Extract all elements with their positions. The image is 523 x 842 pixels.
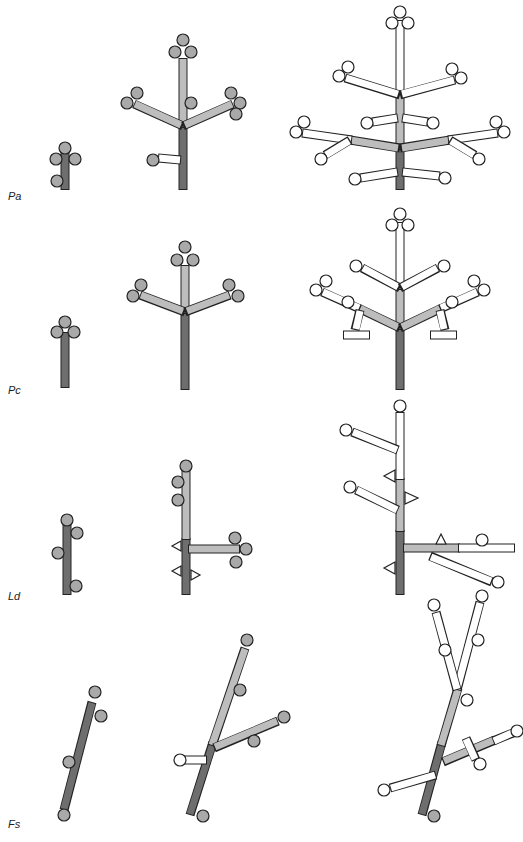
pc-tree-year2 <box>127 241 244 390</box>
pa-tree-year2 <box>121 34 246 190</box>
ld-tree-year3 <box>340 400 515 595</box>
pa-tree-year1 <box>50 142 81 190</box>
species-label: Pc <box>8 384 21 396</box>
pc-tree-year1 <box>51 316 80 388</box>
species-label: Ld <box>8 590 20 602</box>
fs-tree-year3 <box>378 590 523 822</box>
fs-tree-year1 <box>58 686 107 821</box>
pa-tree-year3 <box>290 6 510 190</box>
ld-tree-year1 <box>52 514 83 595</box>
fs-tree-year2 <box>174 634 290 822</box>
species-label: Pa <box>8 190 21 202</box>
species-label: Fs <box>8 818 20 830</box>
pc-tree-year3 <box>310 208 490 390</box>
ld-tree-year2 <box>172 460 252 595</box>
